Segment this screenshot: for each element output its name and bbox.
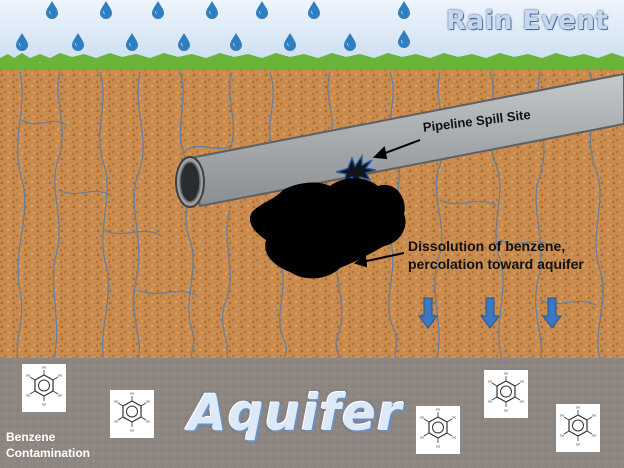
- benzene-structure-icon: [415, 405, 461, 455]
- benzene-structure-icon: [109, 389, 155, 439]
- oil-plume: [249, 178, 406, 279]
- root-network: [16, 71, 604, 361]
- benzene-label-line2: Contamination: [6, 446, 90, 460]
- aquifer-title: Aquifer: [188, 384, 403, 442]
- dissolution-label-line1: Dissolution of benzene,: [408, 238, 566, 254]
- pipeline: [175, 72, 624, 208]
- grass-strip: [0, 53, 624, 74]
- rain-event-title: Rain Event: [446, 6, 609, 36]
- benzene-structure-icon: [555, 403, 601, 453]
- leader-arrows: [353, 139, 421, 268]
- spill-burst: [335, 153, 377, 187]
- benzene-structure-icon: [21, 363, 67, 413]
- benzene-structure-icon: [483, 369, 529, 419]
- benzene-label-line1: Benzene: [6, 430, 56, 444]
- dissolution-label-line2: percolation toward aquifer: [408, 256, 584, 272]
